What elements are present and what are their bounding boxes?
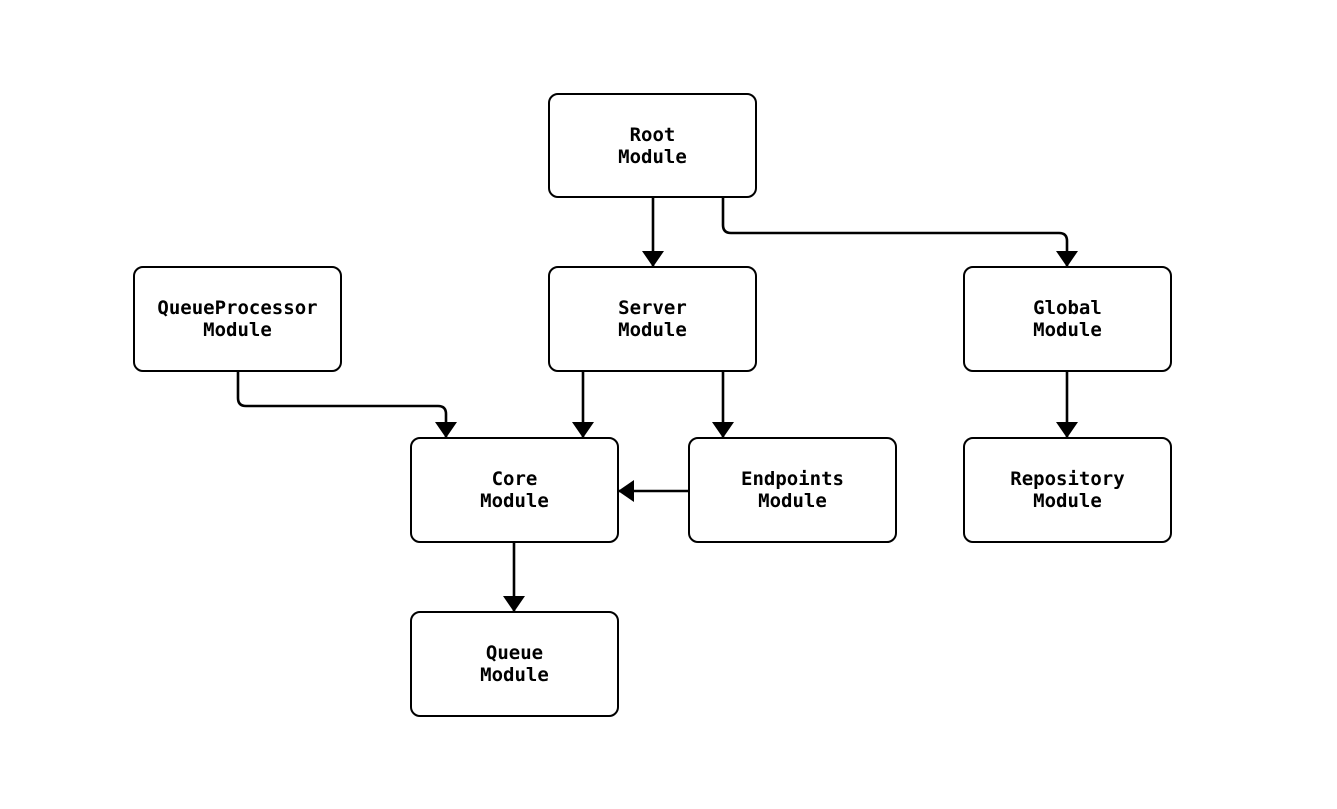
node-label-queueprocessor: QueueProcessor Module [157,297,318,341]
node-label-core: Core Module [480,468,549,512]
node-server: Server Module [548,266,757,372]
node-root: Root Module [548,93,757,198]
edge-queueprocessor-to-core [236,372,457,438]
node-label-endpoints: Endpoints Module [741,468,844,512]
node-queue: Queue Module [410,611,619,717]
node-global: Global Module [963,266,1172,372]
edge-root-to-global [721,198,1078,267]
node-queueprocessor: QueueProcessor Module [133,266,342,372]
node-label-queue: Queue Module [480,642,549,686]
node-label-repository: Repository Module [1010,468,1125,512]
node-label-global: Global Module [1033,297,1102,341]
node-repository: Repository Module [963,437,1172,543]
edge-group [236,198,1078,612]
node-label-server: Server Module [618,297,687,341]
node-endpoints: Endpoints Module [688,437,897,543]
node-label-root: Root Module [618,123,687,168]
node-core: Core Module [410,437,619,543]
